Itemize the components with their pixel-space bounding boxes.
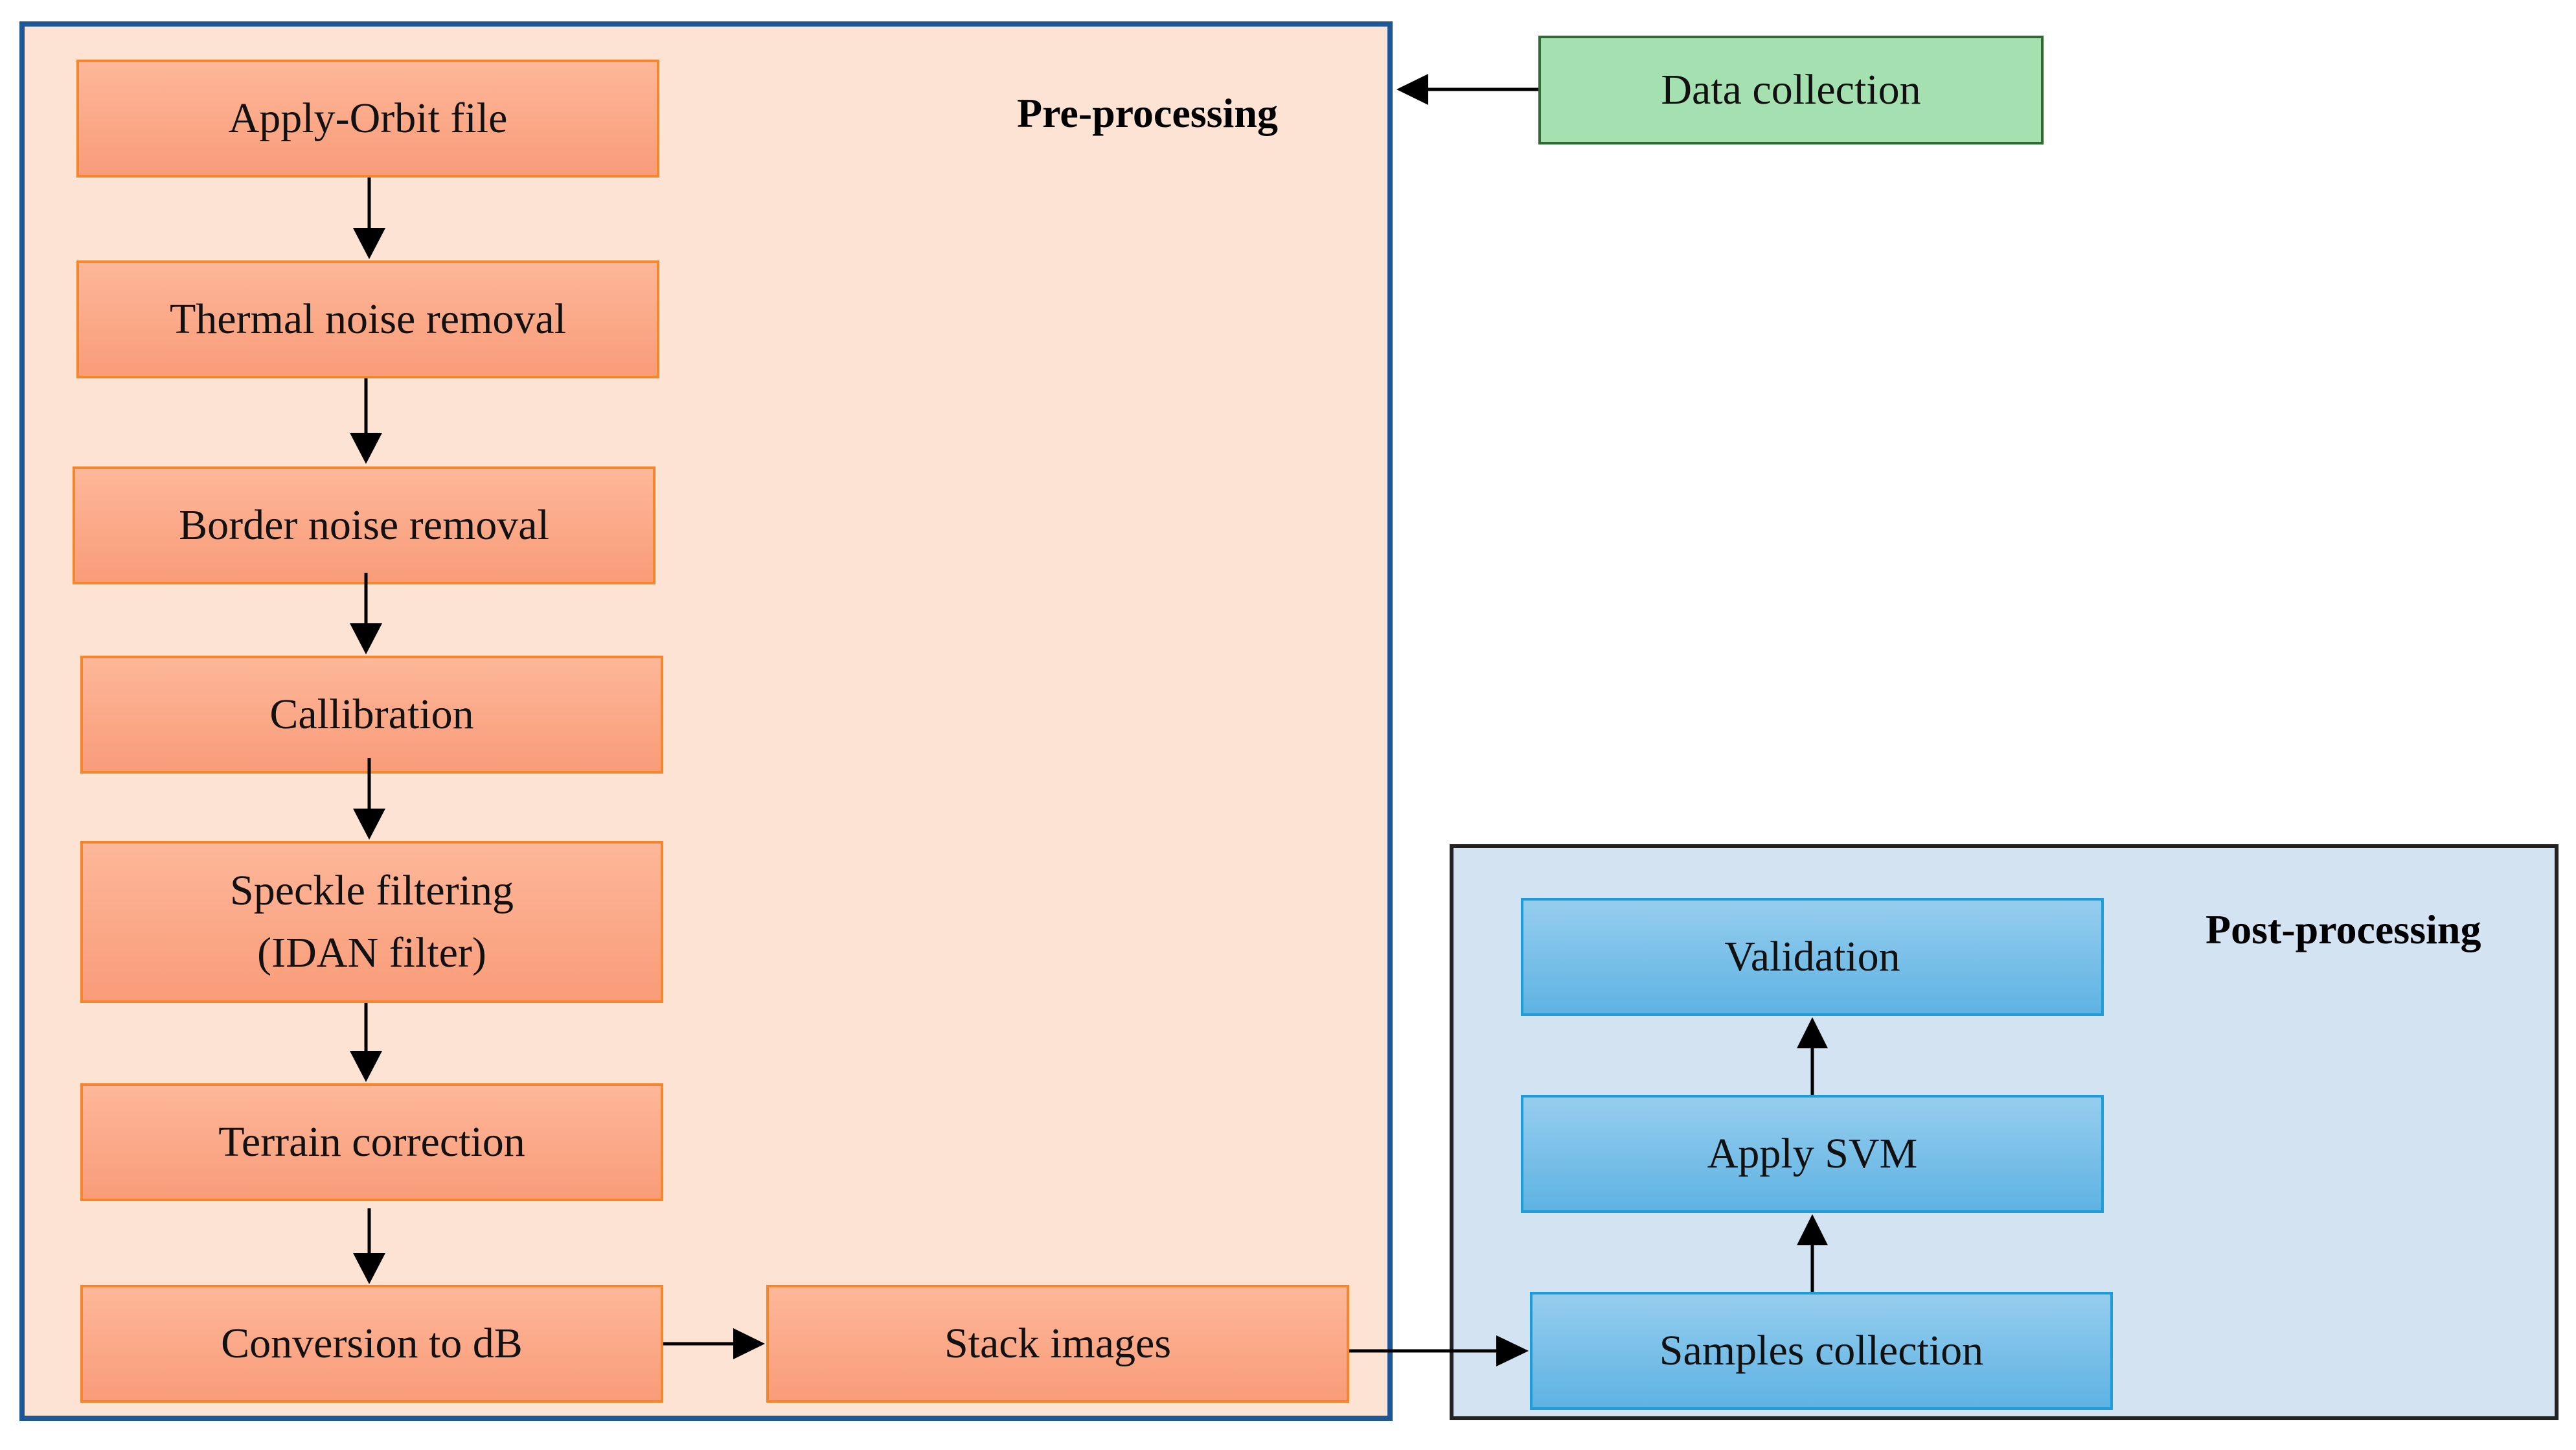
arrowhead (733, 1328, 765, 1359)
step-speckle-filtering: Speckle filtering (IDAN filter) (80, 841, 663, 1003)
arrowhead (350, 433, 382, 464)
post-processing-title: Post-processing (2206, 906, 2481, 952)
arrowhead (1496, 1335, 1529, 1366)
step-label: Validation (1724, 933, 1900, 981)
step-border-noise-removal: Border noise removal (73, 466, 655, 584)
arrowhead (350, 1051, 382, 1082)
step-label: Thermal noise removal (169, 295, 567, 343)
step-label: Samples collection (1659, 1327, 1984, 1375)
step-label: Conversion to dB (221, 1320, 523, 1368)
arrowhead (353, 809, 385, 840)
arrowhead (353, 228, 385, 259)
step-label: Apply-Orbit file (228, 95, 508, 143)
step-validation: Validation (1521, 898, 2104, 1016)
arrowhead (1396, 74, 1428, 105)
arrowhead (350, 623, 382, 654)
arrowhead (1797, 1017, 1828, 1048)
step-apply-orbit-file: Apply-Orbit file (76, 60, 659, 178)
step-label-line-1: Speckle filtering (229, 867, 514, 915)
step-stack-images: Stack images (766, 1285, 1349, 1403)
pre-processing-title: Pre-processing (1017, 90, 1278, 136)
step-label-line-2: (IDAN filter) (257, 929, 486, 976)
step-thermal-noise-removal: Thermal noise removal (76, 260, 659, 378)
step-label: Callibration (269, 691, 474, 739)
step-apply-svm: Apply SVM (1521, 1095, 2104, 1213)
step-conversion-to-db: Conversion to dB (80, 1285, 663, 1403)
arrowhead (1797, 1214, 1828, 1245)
step-calibration: Callibration (80, 656, 663, 774)
step-samples-collection: Samples collection (1530, 1292, 2113, 1410)
step-terrain-correction: Terrain correction (80, 1083, 663, 1201)
data-collection-box: Data collection (1538, 36, 2044, 144)
step-label: Apply SVM (1707, 1130, 1918, 1178)
step-label: Border noise removal (179, 501, 549, 549)
data-collection-label: Data collection (1661, 66, 1921, 114)
arrowhead (353, 1253, 385, 1284)
step-label: Terrain correction (218, 1118, 525, 1166)
step-label: Stack images (944, 1320, 1172, 1368)
